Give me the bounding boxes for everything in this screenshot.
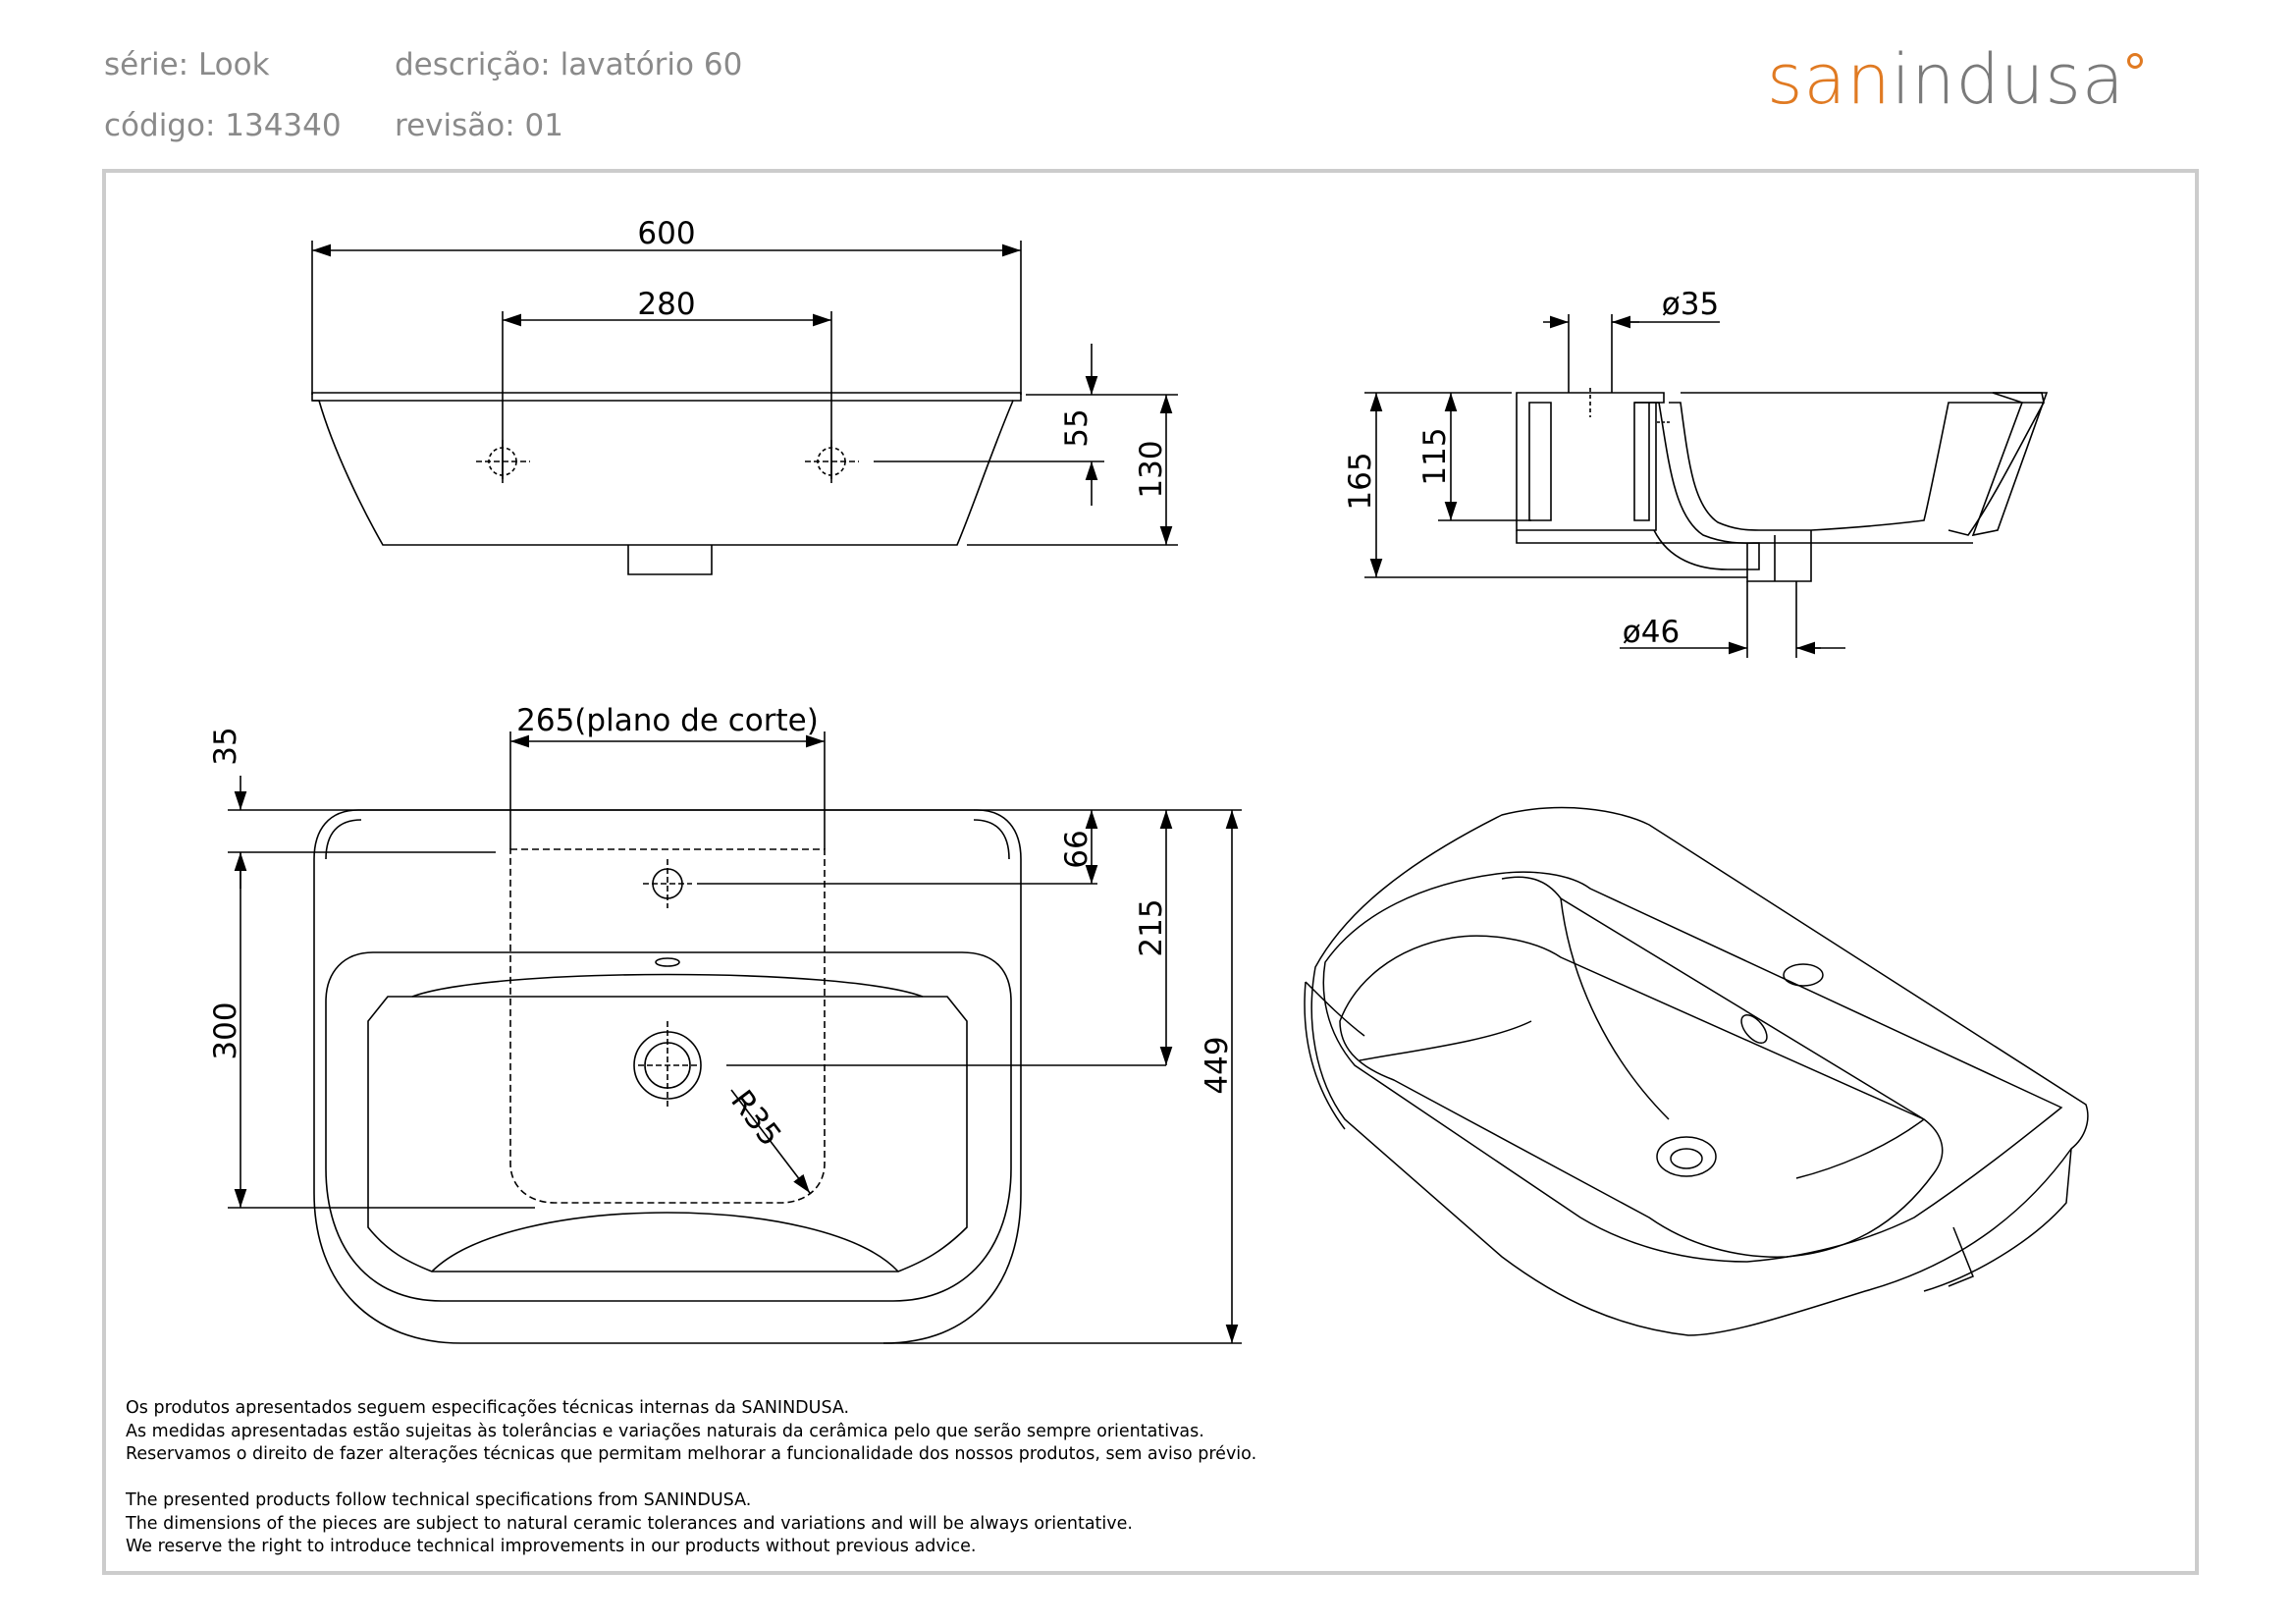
dim-front-height-label: 130: [1134, 440, 1169, 498]
series-label: série: Look: [104, 47, 270, 82]
logo-text-part2: indusa: [1891, 39, 2125, 120]
front-view: [311, 241, 1178, 575]
code-label: código: 134340: [104, 108, 342, 143]
dim-bowl-depth-label: 115: [1417, 427, 1453, 485]
dim-tap-hole-label: 66: [1059, 830, 1095, 868]
dim-overflow-diameter-label: ø35: [1662, 287, 1719, 322]
dim-width-label: 600: [637, 216, 695, 251]
note-line: The dimensions of the pieces are subject…: [126, 1513, 1133, 1534]
dim-rim-label: 35: [208, 727, 243, 765]
drawing-frame: [102, 169, 2199, 1575]
description-label: descrição: lavatório 60: [395, 47, 743, 82]
note-line: Os produtos apresentados seguem especifi…: [126, 1398, 850, 1418]
dim-radius-label: R35: [723, 1084, 787, 1153]
note-line: The presented products follow technical …: [126, 1490, 752, 1510]
note-line: We reserve the right to introduce techni…: [126, 1537, 977, 1556]
isometric-view: [1304, 806, 2089, 1336]
revision-label: revisão: 01: [395, 108, 563, 143]
dim-drain-position-label: 215: [1134, 898, 1169, 956]
dim-total-height-label: 165: [1343, 452, 1378, 510]
notes-english: The presented products follow technical …: [126, 1489, 1133, 1559]
notes-portuguese: Os produtos apresentados seguem especifi…: [126, 1397, 1256, 1467]
section-view: [1364, 314, 2049, 658]
dim-depth-label: 449: [1200, 1036, 1235, 1094]
dim-tap-spacing-label: 280: [637, 287, 695, 322]
logo-text-part1: san: [1767, 39, 1892, 120]
note-line: Reservamos o direito de fazer alterações…: [126, 1444, 1257, 1464]
registered-mark-icon: [2126, 53, 2143, 69]
dim-drain-diameter-label: ø46: [1623, 615, 1680, 650]
note-line: As medidas apresentadas estão sujeitas à…: [126, 1421, 1204, 1441]
top-view: [228, 731, 1242, 1344]
dim-cut-plane-label: 265(plano de corte): [516, 703, 819, 738]
dim-bowl-length-label: 300: [208, 1001, 243, 1059]
dim-tap-height-label: 55: [1059, 408, 1095, 447]
brand-logo: sanindusa: [1767, 39, 2143, 120]
